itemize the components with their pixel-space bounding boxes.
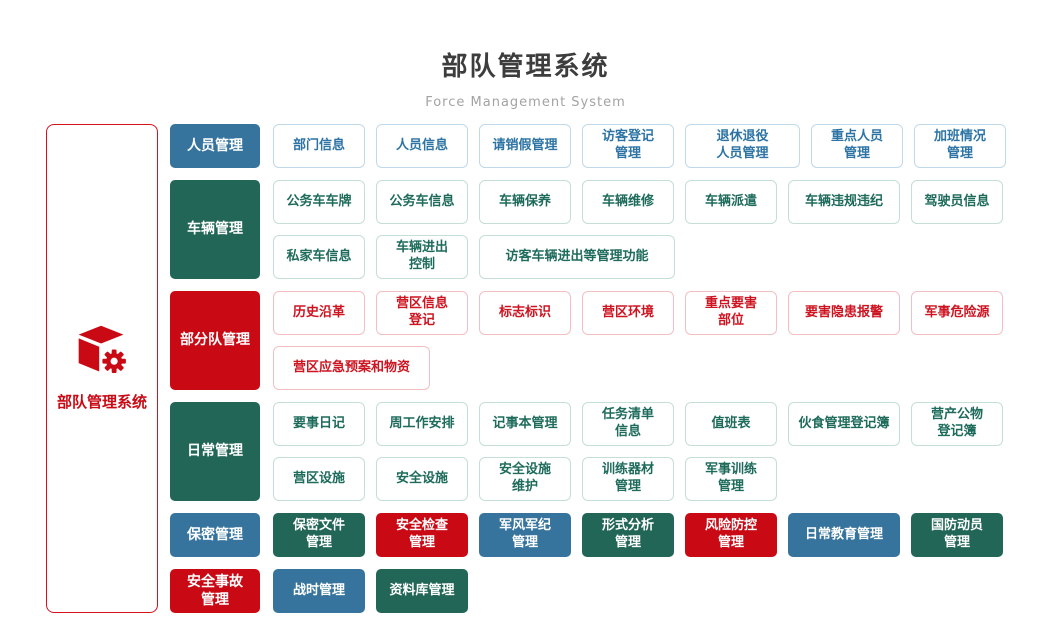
module-item: 训练器材 管理 <box>582 457 674 501</box>
module-item: 营区设施 <box>273 457 365 501</box>
section-personnel: 人员管理 部门信息 人员信息 请销假管理 访客登记 管理 退休退役 人员管理 重… <box>170 124 1006 168</box>
section-vehicle: 车辆管理 公务车车牌 公务车信息 车辆保养 车辆维修 车辆派遣 车辆违规违纪 驾… <box>170 180 1006 279</box>
module-item: 营区环境 <box>582 291 674 335</box>
section-label-personnel: 人员管理 <box>170 124 260 168</box>
section-label-daily: 日常管理 <box>170 402 260 501</box>
module-item: 驾驶员信息 <box>911 180 1003 224</box>
module-item: 军事危险源 <box>911 291 1003 335</box>
root-node: 部队管理系统 <box>46 124 158 613</box>
section-label-secrecy: 保密管理 <box>170 513 260 557</box>
section-label-accident: 安全事故 管理 <box>170 569 260 613</box>
diagram: 部队管理系统 人员管理 部门信息 人员信息 请销假管理 访客登记 管理 退休退役… <box>46 124 1051 613</box>
section-label-vehicle: 车辆管理 <box>170 180 260 279</box>
module-item: 加班情况 管理 <box>914 124 1006 168</box>
module-block: 风险防控 管理 <box>685 513 777 557</box>
module-item: 重点要害 部位 <box>685 291 777 335</box>
module-item: 军事训练 管理 <box>685 457 777 501</box>
module-item: 营区信息 登记 <box>376 291 468 335</box>
section-daily: 日常管理 要事日记 周工作安排 记事本管理 任务清单 信息 值班表 伙食管理登记… <box>170 402 1006 501</box>
module-item: 伙食管理登记簿 <box>788 402 900 446</box>
module-item: 任务清单 信息 <box>582 402 674 446</box>
sections: 人员管理 部门信息 人员信息 请销假管理 访客登记 管理 退休退役 人员管理 重… <box>170 124 1006 613</box>
module-block: 安全检查 管理 <box>376 513 468 557</box>
section-unit: 部分队管理 历史沿革 营区信息 登记 标志标识 营区环境 重点要害 部位 要害隐… <box>170 291 1006 390</box>
module-item: 营区应急预案和物资 <box>273 346 430 390</box>
module-item: 要事日记 <box>273 402 365 446</box>
module-item: 重点人员 管理 <box>811 124 903 168</box>
module-item: 退休退役 人员管理 <box>685 124 800 168</box>
module-item: 历史沿革 <box>273 291 365 335</box>
section-secrecy: 保密管理 保密文件 管理 安全检查 管理 军风军纪 管理 形式分析 管理 风险防… <box>170 513 1006 557</box>
module-item: 值班表 <box>685 402 777 446</box>
page-title: 部队管理系统 <box>441 52 610 82</box>
section-label-unit: 部分队管理 <box>170 291 260 390</box>
module-item: 营产公物 登记簿 <box>911 402 1003 446</box>
module-item: 安全设施 维护 <box>479 457 571 501</box>
module-item: 要害隐患报警 <box>788 291 900 335</box>
module-item: 车辆进出 控制 <box>376 235 468 279</box>
section-accident: 安全事故 管理 战时管理 资料库管理 <box>170 569 1006 613</box>
root-node-label: 部队管理系统 <box>56 393 147 411</box>
module-item: 车辆维修 <box>582 180 674 224</box>
module-item: 人员信息 <box>376 124 468 168</box>
module-item: 私家车信息 <box>273 235 365 279</box>
module-block: 战时管理 <box>273 569 365 613</box>
module-block: 日常教育管理 <box>788 513 900 557</box>
module-item: 车辆派遣 <box>685 180 777 224</box>
module-block: 军风军纪 管理 <box>479 513 571 557</box>
module-item: 公务车信息 <box>376 180 468 224</box>
module-item: 访客车辆进出等管理功能 <box>479 235 675 279</box>
module-block: 资料库管理 <box>376 569 468 613</box>
module-block: 保密文件 管理 <box>273 513 365 557</box>
module-item: 记事本管理 <box>479 402 571 446</box>
module-item: 车辆保养 <box>479 180 571 224</box>
module-block: 国防动员 管理 <box>911 513 1003 557</box>
page-subtitle: Force Management System <box>425 95 626 110</box>
module-item: 车辆违规违纪 <box>788 180 900 224</box>
page-header: 部队管理系统 Force Management System <box>0 0 1051 110</box>
module-item: 周工作安排 <box>376 402 468 446</box>
module-block: 形式分析 管理 <box>582 513 674 557</box>
module-item: 部门信息 <box>273 124 365 168</box>
module-item: 标志标识 <box>479 291 571 335</box>
module-item: 请销假管理 <box>479 124 571 168</box>
module-item: 公务车车牌 <box>273 180 365 224</box>
cube-gear-icon <box>74 325 130 379</box>
module-item: 安全设施 <box>376 457 468 501</box>
module-item: 访客登记 管理 <box>582 124 674 168</box>
